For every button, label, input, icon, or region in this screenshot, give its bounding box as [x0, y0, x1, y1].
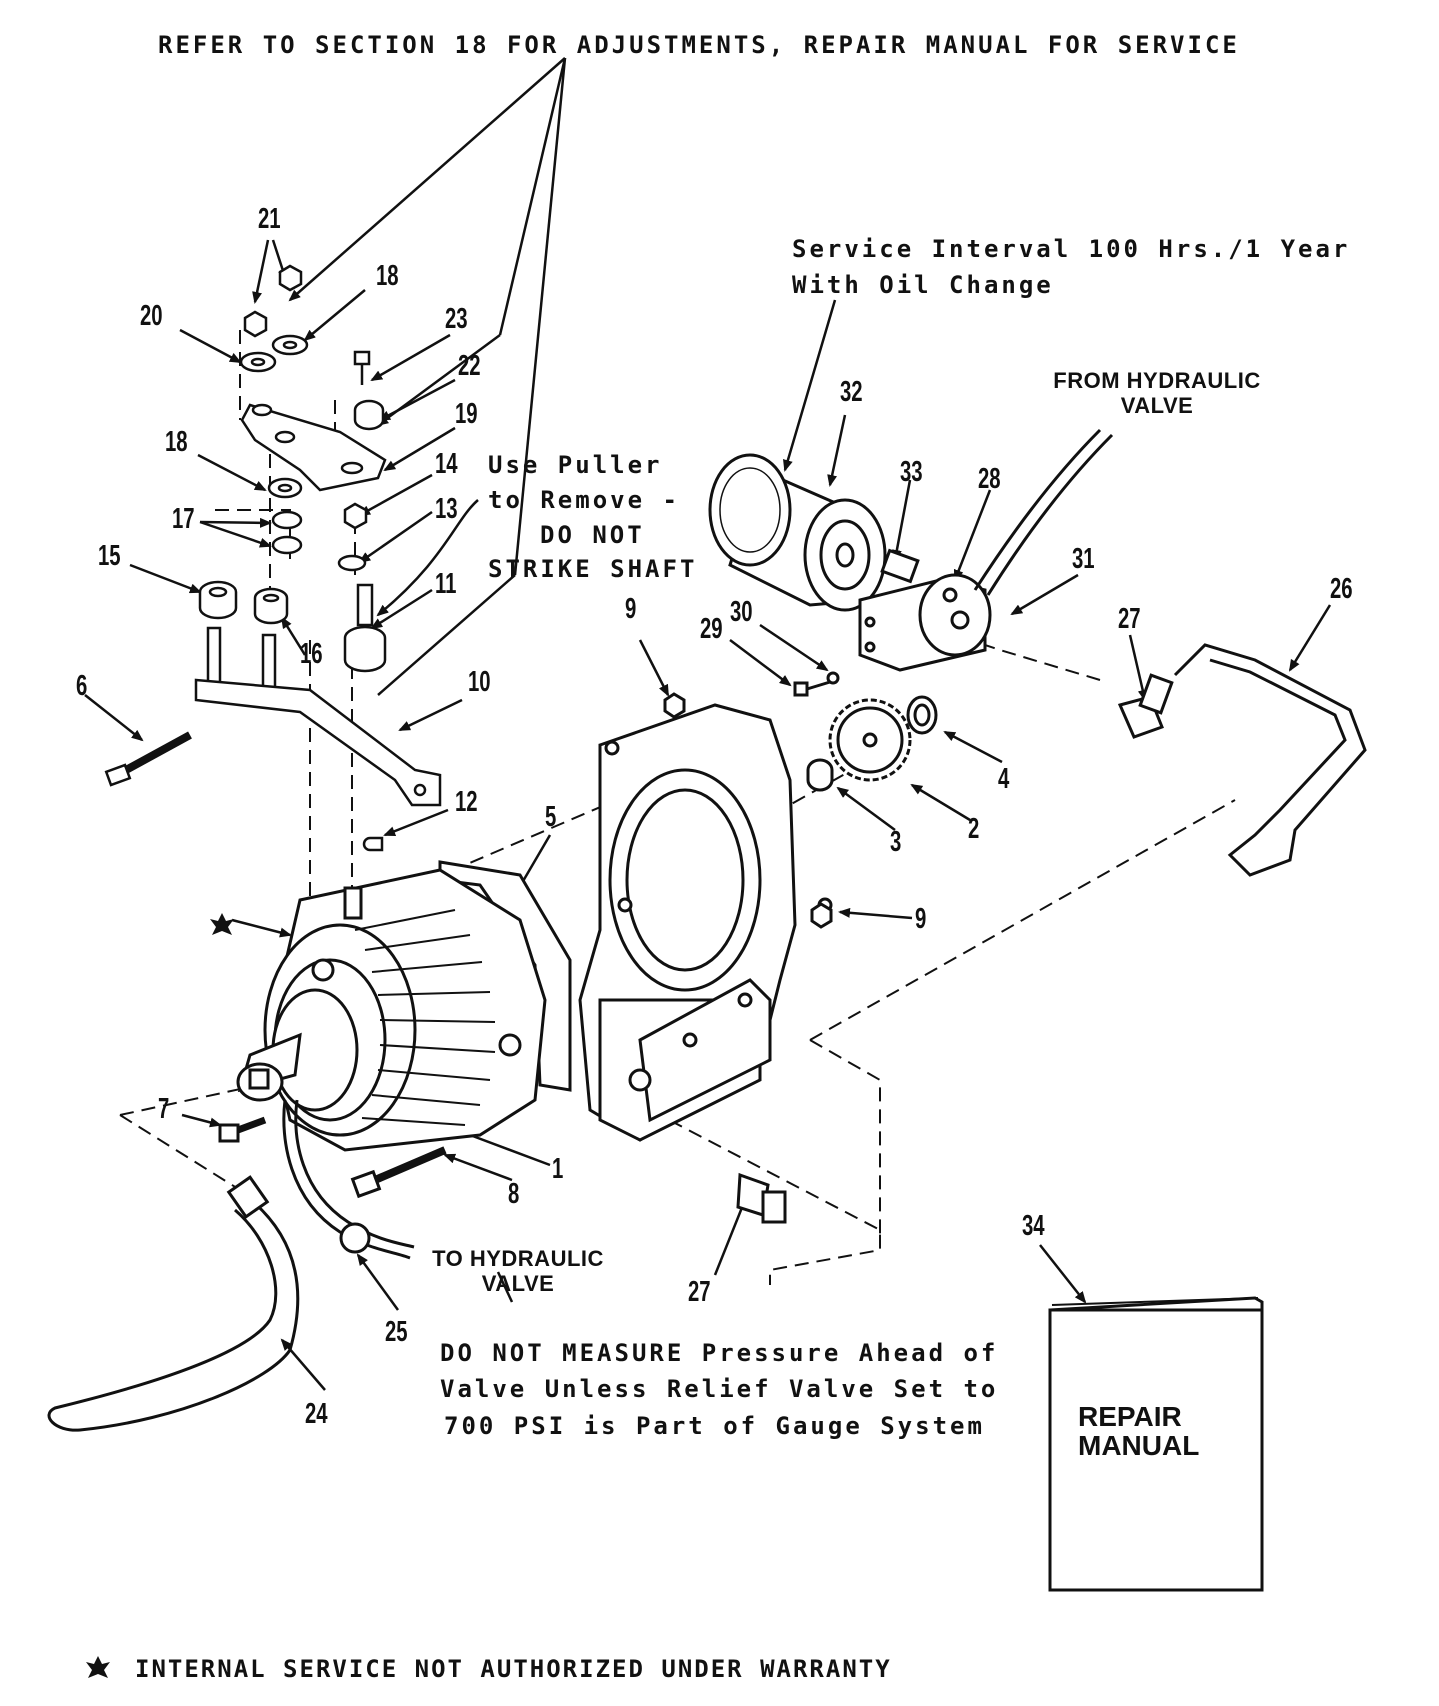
drive-gear: [663, 692, 938, 929]
to-hydraulic-line-1: TO HYDRAULIC: [432, 1246, 604, 1271]
puller-note-line-3: DO NOT: [540, 521, 645, 549]
callout-9-lower: 9: [915, 903, 927, 935]
callout-31: 31: [1072, 543, 1095, 575]
hydraulic-lines: [47, 428, 1367, 1432]
transmission-housing: [236, 703, 833, 1152]
callout-2: 2: [968, 813, 980, 845]
callout-26: 26: [1330, 573, 1353, 605]
puller-note-line-1: Use Puller: [488, 451, 663, 479]
callout-3: 3: [890, 826, 902, 858]
callout-34: 34: [1022, 1210, 1045, 1242]
manual-cover-line-2: MANUAL: [1078, 1430, 1200, 1462]
callout-28: 28: [978, 463, 1001, 495]
callout-23: 23: [445, 303, 468, 335]
callout-15: 15: [98, 540, 121, 572]
callout-6: 6: [76, 670, 88, 702]
callout-18-top: 18: [376, 260, 399, 292]
callout-1: 1: [552, 1153, 564, 1185]
callout-8: 8: [508, 1178, 520, 1210]
measure-warning-line-1: DO NOT MEASURE Pressure Ahead of: [440, 1339, 999, 1367]
puller-note-line-4: STRIKE SHAFT: [488, 555, 698, 583]
callout-14: 14: [435, 448, 458, 480]
top-service-note: REFER TO SECTION 18 FOR ADJUSTMENTS, REP…: [158, 31, 1240, 59]
bracket-hardware: [104, 264, 442, 852]
leader-lines: [84, 57, 1332, 1391]
warranty-star-icons: [86, 913, 234, 1678]
callout-27-top: 27: [1118, 603, 1141, 635]
puller-note-line-2: to Remove -: [488, 486, 680, 514]
callout-21: 21: [258, 203, 281, 235]
callout-19: 19: [455, 398, 478, 430]
callout-25: 25: [385, 1316, 408, 1348]
filter-adapter: [793, 548, 992, 697]
callout-9-top: 9: [625, 593, 637, 625]
repair-manual-book: [1048, 1296, 1264, 1592]
callout-27-lower: 27: [688, 1276, 711, 1308]
service-interval-line-1: Service Interval 100 Hrs./1 Year: [792, 235, 1351, 263]
callout-24: 24: [305, 1398, 328, 1430]
to-hydraulic-line-2: VALVE: [481, 1271, 555, 1297]
callout-32: 32: [840, 376, 863, 408]
callout-20: 20: [140, 300, 163, 332]
callout-22: 22: [458, 350, 481, 382]
manual-cover-line-1: REPAIR: [1078, 1401, 1182, 1432]
callout-12: 12: [455, 786, 478, 818]
repair-manual-cover-text: REPAIR MANUAL: [1078, 1402, 1199, 1461]
callout-11: 11: [435, 568, 457, 600]
oil-filter: [708, 453, 887, 612]
measure-warning-line-2: Valve Unless Relief Valve Set to: [440, 1375, 999, 1403]
from-hydraulic-valve-label: FROM HYDRAULIC VALVE: [1042, 368, 1272, 419]
callout-10: 10: [468, 666, 491, 698]
callout-18-lower: 18: [165, 426, 188, 458]
warranty-note: INTERNAL SERVICE NOT AUTHORIZED UNDER WA…: [135, 1655, 892, 1683]
callout-29: 29: [700, 613, 723, 645]
callout-7: 7: [158, 1093, 170, 1125]
measure-warning-line-3: 700 PSI is Part of Gauge System: [444, 1412, 985, 1440]
to-hydraulic-valve-label: TO HYDRAULIC VALVE: [418, 1246, 618, 1297]
callout-16: 16: [300, 638, 323, 670]
callout-17: 17: [172, 503, 195, 535]
service-interval-line-2: With Oil Change: [792, 271, 1054, 299]
callout-13: 13: [435, 493, 458, 525]
from-hydraulic-line-2: VALVE: [1120, 393, 1194, 419]
callout-30: 30: [730, 596, 753, 628]
from-hydraulic-line-1: FROM HYDRAULIC: [1053, 368, 1261, 393]
callout-4: 4: [998, 763, 1010, 795]
callout-5: 5: [545, 801, 557, 833]
callout-33: 33: [900, 456, 923, 488]
